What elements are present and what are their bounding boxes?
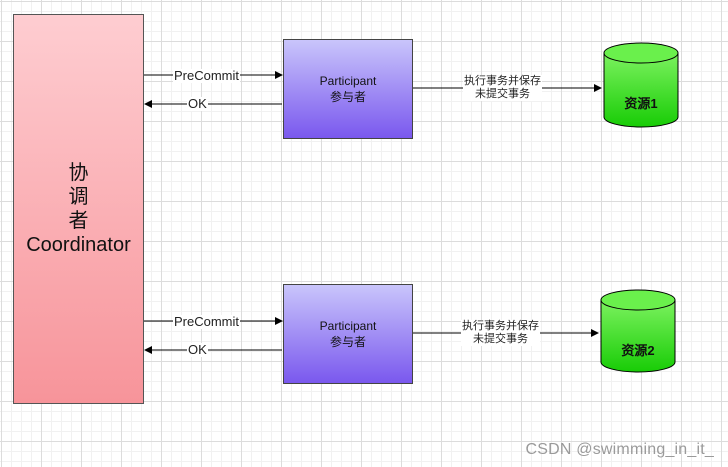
coordinator-line-3: 者: [68, 210, 89, 232]
coordinator-box: 协 调 者 Coordinator: [13, 14, 144, 404]
action-1-line-1: 执行事务并保存: [464, 75, 541, 87]
participant-2-name: Participant: [319, 319, 377, 333]
resource-2-cylinder: [600, 289, 676, 373]
resource-1-label: 资源1: [624, 96, 658, 111]
ok-label-1: OK: [187, 96, 208, 111]
action-label-1: 执行事务并保存 未提交事务: [463, 75, 542, 101]
action-2-line-2: 未提交事务: [473, 333, 528, 345]
action-label-2: 执行事务并保存 未提交事务: [461, 320, 540, 346]
participant-1-label: 参与者: [329, 90, 366, 104]
precommit-label-1: PreCommit: [173, 68, 241, 83]
watermark: CSDN @swimming_in_it_: [525, 441, 714, 458]
participant-1-box: Participant 参与者: [283, 39, 413, 139]
action-2-line-1: 执行事务并保存: [462, 320, 539, 332]
resource-2-label: 资源2: [621, 343, 655, 358]
participant-2-label: 参与者: [329, 335, 366, 349]
coordinator-line-1: 协: [68, 162, 89, 184]
coordinator-line-2: 调: [68, 186, 89, 208]
resource-1-cylinder: [603, 42, 679, 128]
precommit-label-2: PreCommit: [173, 314, 241, 329]
participant-1-name: Participant: [319, 74, 377, 88]
participant-2-box: Participant 参与者: [283, 284, 413, 384]
coordinator-line-4: Coordinator: [26, 234, 131, 256]
ok-label-2: OK: [187, 342, 208, 357]
action-1-line-2: 未提交事务: [475, 88, 530, 100]
